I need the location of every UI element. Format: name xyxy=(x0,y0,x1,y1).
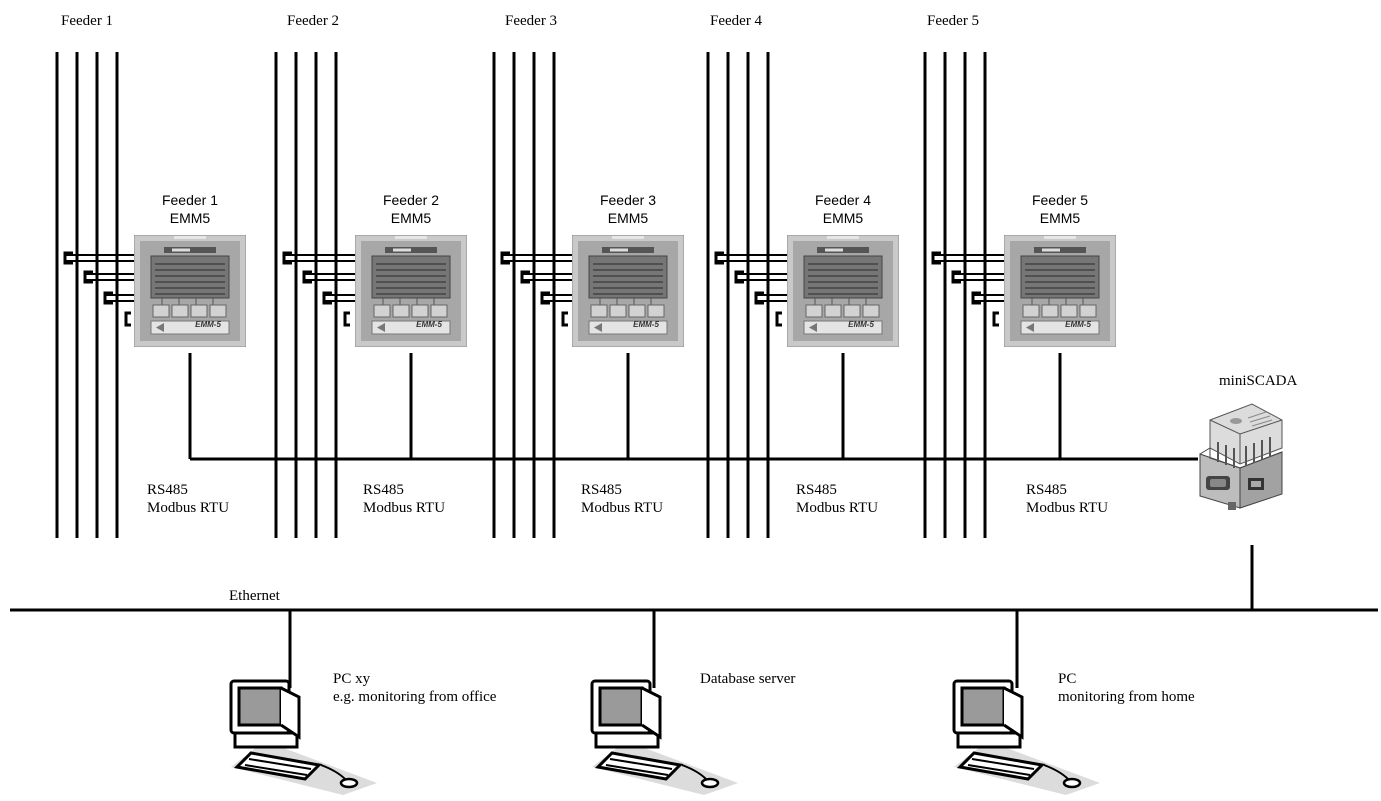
rs485-bus xyxy=(188,353,1198,461)
current-transformer xyxy=(302,270,312,284)
neutral-connection xyxy=(775,311,782,327)
current-transformer xyxy=(734,270,744,284)
current-transformer xyxy=(754,291,764,305)
current-transformers xyxy=(63,251,1004,327)
meter-brand-label: EMM-5 xyxy=(848,320,874,329)
rs485-label: RS485 xyxy=(581,482,622,498)
meter-name-label: Feeder 5 xyxy=(1032,192,1088,208)
client-label: PC xyxy=(1058,671,1076,687)
neutral-connection xyxy=(124,311,131,327)
meter-name-label: Feeder 1 xyxy=(162,192,218,208)
ethernet-network xyxy=(10,545,1378,688)
meter-brand-label: EMM-5 xyxy=(416,320,442,329)
computer-icon xyxy=(590,679,740,795)
current-transformer xyxy=(714,251,724,265)
emm5-meter xyxy=(355,235,467,347)
neutral-connection xyxy=(992,311,999,327)
current-transformer xyxy=(83,270,93,284)
client-label: PC xy xyxy=(333,671,371,687)
meter-brand-label: EMM-5 xyxy=(195,320,221,329)
modbus-label: Modbus RTU xyxy=(147,500,229,516)
current-transformer xyxy=(971,291,981,305)
meter-name-label: Feeder 2 xyxy=(383,192,439,208)
client-detail-label: monitoring from home xyxy=(1058,689,1195,705)
miniscada-gateway xyxy=(1199,403,1283,511)
modbus-label: Modbus RTU xyxy=(363,500,445,516)
client-label: Database server xyxy=(700,671,795,687)
neutral-connection xyxy=(561,311,568,327)
emm5-meter xyxy=(572,235,684,347)
feeder-bus-label: Feeder 1 xyxy=(61,13,113,29)
current-transformer xyxy=(500,251,510,265)
meter-model-label: EMM5 xyxy=(170,210,211,226)
meter-model-label: EMM5 xyxy=(823,210,864,226)
client-detail-label: e.g. monitoring from office xyxy=(333,689,497,705)
meter-model-label: EMM5 xyxy=(1040,210,1081,226)
gateway-label: miniSCADA xyxy=(1219,373,1298,389)
current-transformer xyxy=(282,251,292,265)
emm5-meter xyxy=(1004,235,1116,347)
feeder-bus-label: Feeder 3 xyxy=(505,13,557,29)
current-transformer xyxy=(63,251,73,265)
emm5-meters: EMM-5 EMM-5 EMM-5 EMM-5 EMM-5 xyxy=(134,235,1283,511)
rs485-label: RS485 xyxy=(147,482,188,498)
modbus-label: Modbus RTU xyxy=(581,500,663,516)
neutral-connection xyxy=(343,311,350,327)
rs485-label: RS485 xyxy=(363,482,404,498)
current-transformer xyxy=(951,270,961,284)
meter-brand-label: EMM-5 xyxy=(1065,320,1091,329)
feeder-bus-label: Feeder 2 xyxy=(287,13,339,29)
emm5-meter xyxy=(787,235,899,347)
meter-name-label: Feeder 3 xyxy=(600,192,656,208)
meter-model-label: EMM5 xyxy=(391,210,432,226)
current-transformer xyxy=(540,291,550,305)
modbus-label: Modbus RTU xyxy=(796,500,878,516)
emm5-meter xyxy=(134,235,246,347)
modbus-label: Modbus RTU xyxy=(1026,500,1108,516)
current-transformer xyxy=(931,251,941,265)
ethernet-label: Ethernet xyxy=(229,588,281,604)
rs485-label: RS485 xyxy=(796,482,837,498)
current-transformer xyxy=(103,291,113,305)
feeder-bus-label: Feeder 4 xyxy=(710,13,763,29)
feeder-bus-label: Feeder 5 xyxy=(927,13,979,29)
rs485-label: RS485 xyxy=(1026,482,1067,498)
current-transformer xyxy=(520,270,530,284)
meter-brand-label: EMM-5 xyxy=(633,320,659,329)
meter-model-label: EMM5 xyxy=(608,210,649,226)
current-transformer xyxy=(322,291,332,305)
busbar-groups xyxy=(55,52,987,538)
meter-name-label: Feeder 4 xyxy=(815,192,871,208)
